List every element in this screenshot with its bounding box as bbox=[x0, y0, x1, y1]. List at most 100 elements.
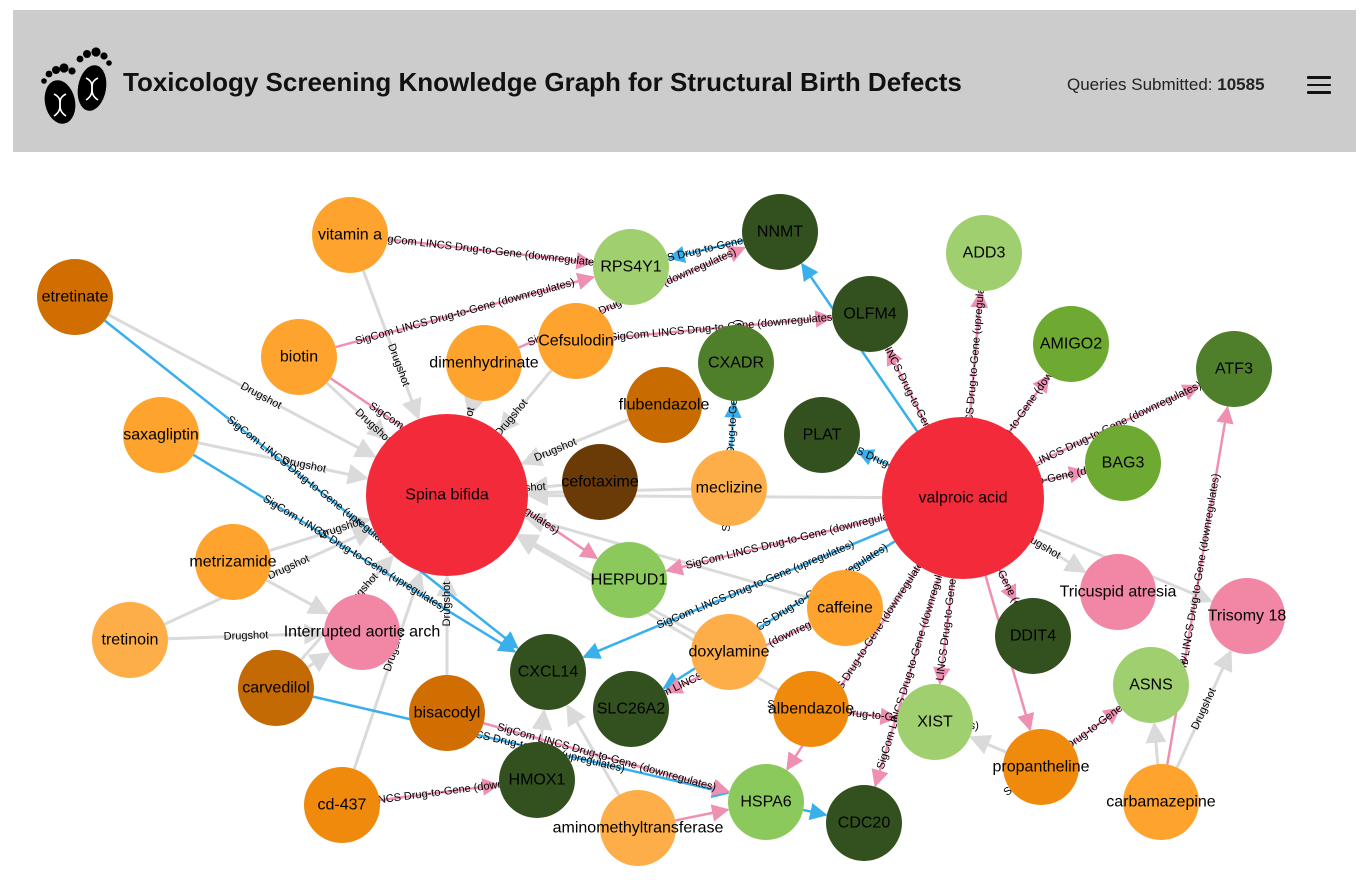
node-flubendazole[interactable]: flubendazole bbox=[619, 367, 710, 443]
edge-valproic-xist[interactable] bbox=[933, 578, 955, 686]
node-circle[interactable] bbox=[510, 634, 586, 710]
edge-propantheline-xist[interactable] bbox=[968, 734, 1007, 755]
node-saxagliptin[interactable]: saxagliptin bbox=[123, 397, 199, 473]
node-circle[interactable] bbox=[691, 450, 767, 526]
node-carbamazepine[interactable]: carbamazepine bbox=[1106, 764, 1216, 840]
node-circle[interactable] bbox=[1085, 425, 1161, 501]
node-dimenhydrinate[interactable]: dimenhydrinate bbox=[429, 325, 539, 401]
node-bisacodyl[interactable]: bisacodyl bbox=[409, 675, 485, 751]
edge-vitamin_a-rps4y1[interactable] bbox=[387, 238, 594, 270]
node-circle[interactable] bbox=[304, 767, 380, 843]
edge-metrizamide-interrupted[interactable] bbox=[265, 578, 330, 615]
node-circle[interactable] bbox=[897, 684, 973, 760]
edge-tretinoin-interrupted[interactable] bbox=[167, 623, 326, 645]
edge-valproic-ddit4[interactable] bbox=[998, 569, 1017, 603]
node-plat[interactable]: PLAT bbox=[784, 397, 860, 473]
node-cefsulodin[interactable]: Cefsulodin bbox=[538, 303, 614, 379]
node-tretinoin[interactable]: tretinoin bbox=[92, 602, 168, 678]
edge-carbamazepine-trisomy[interactable] bbox=[1175, 649, 1233, 769]
edge-carvedilol-hspa6[interactable] bbox=[312, 695, 730, 799]
edge-hmox1-cxcl14[interactable] bbox=[531, 708, 553, 743]
node-metrizamide[interactable]: metrizamide bbox=[189, 524, 277, 600]
node-add3[interactable]: ADD3 bbox=[946, 215, 1022, 291]
edge-nnmt-rps4y1[interactable] bbox=[667, 239, 744, 263]
node-atf3[interactable]: ATF3 bbox=[1196, 331, 1272, 407]
node-circle[interactable] bbox=[312, 197, 388, 273]
node-circle[interactable] bbox=[807, 570, 883, 646]
node-circle[interactable] bbox=[691, 614, 767, 690]
node-vitamin_a[interactable]: vitamin a bbox=[312, 197, 388, 273]
edge-saxagliptin-cxcl14[interactable] bbox=[192, 453, 517, 653]
node-circle[interactable] bbox=[366, 414, 528, 576]
node-cd437[interactable]: cd-437 bbox=[304, 767, 380, 843]
node-circle[interactable] bbox=[562, 444, 638, 520]
node-aminomethyl[interactable]: aminomethyltransferase bbox=[553, 790, 724, 866]
edge-albendazole-xist[interactable] bbox=[848, 707, 898, 725]
node-circle[interactable] bbox=[37, 259, 113, 335]
node-cdc20[interactable]: CDC20 bbox=[826, 785, 902, 861]
node-circle[interactable] bbox=[324, 594, 400, 670]
node-circle[interactable] bbox=[1209, 578, 1285, 654]
node-circle[interactable] bbox=[626, 367, 702, 443]
edge-aminomethyl-cxcl14[interactable] bbox=[566, 703, 621, 796]
node-rps4y1[interactable]: RPS4Y1 bbox=[593, 229, 669, 305]
node-albendazole[interactable]: albendazole bbox=[768, 671, 854, 747]
node-slc26a2[interactable]: SLC26A2 bbox=[593, 671, 669, 747]
edge-etretinate-spina[interactable] bbox=[107, 313, 377, 458]
node-circle[interactable] bbox=[499, 742, 575, 818]
node-circle[interactable] bbox=[591, 542, 667, 618]
node-circle[interactable] bbox=[995, 598, 1071, 674]
node-circle[interactable] bbox=[409, 675, 485, 751]
node-circle[interactable] bbox=[882, 417, 1044, 579]
node-asns[interactable]: ASNS bbox=[1113, 647, 1189, 723]
edge-valproic-amigo2[interactable] bbox=[1008, 374, 1050, 433]
node-hmox1[interactable]: HMOX1 bbox=[499, 742, 575, 818]
node-tricuspid[interactable]: Tricuspid atresia bbox=[1060, 554, 1177, 630]
edge-dimenhydrinate-spina[interactable] bbox=[464, 395, 485, 419]
edge-metrizamide-spina[interactable] bbox=[268, 515, 371, 553]
node-biotin[interactable]: biotin bbox=[261, 319, 337, 395]
node-circle[interactable] bbox=[946, 215, 1022, 291]
edge-carbamazepine-asns[interactable] bbox=[1145, 721, 1167, 765]
node-circle[interactable] bbox=[1123, 764, 1199, 840]
edge-bisacodyl-hspa6[interactable] bbox=[483, 722, 731, 796]
node-circle[interactable] bbox=[773, 671, 849, 747]
node-olfm4[interactable]: OLFM4 bbox=[832, 276, 908, 352]
node-cxadr[interactable]: CXADR bbox=[698, 325, 774, 401]
node-circle[interactable] bbox=[698, 325, 774, 401]
node-circle[interactable] bbox=[123, 397, 199, 473]
knowledge-graph[interactable]: DrugshotDrugshotDrugshotDrugshotDrugshot… bbox=[0, 160, 1365, 880]
node-circle[interactable] bbox=[238, 650, 314, 726]
edge-biotin-spina[interactable] bbox=[325, 381, 389, 441]
node-circle[interactable] bbox=[261, 319, 337, 395]
node-circle[interactable] bbox=[1033, 306, 1109, 382]
node-circle[interactable] bbox=[195, 524, 271, 600]
hamburger-menu-icon[interactable] bbox=[1307, 76, 1331, 96]
node-amigo2[interactable]: AMIGO2 bbox=[1033, 306, 1109, 382]
edge-cd437-hmox1[interactable] bbox=[379, 778, 501, 802]
edge-meclizine-cxadr[interactable] bbox=[724, 400, 742, 451]
node-circle[interactable] bbox=[832, 276, 908, 352]
node-circle[interactable] bbox=[1080, 554, 1156, 630]
edge-biotin-rps4y1[interactable] bbox=[335, 272, 596, 349]
node-circle[interactable] bbox=[446, 325, 522, 401]
edge-cd437-spina[interactable] bbox=[352, 570, 425, 770]
node-xist[interactable]: XIST bbox=[897, 684, 973, 760]
edge-valproic-herpud1[interactable] bbox=[665, 516, 885, 576]
node-propantheline[interactable]: propantheline bbox=[993, 729, 1090, 805]
node-doxylamine[interactable]: doxylamine bbox=[689, 614, 770, 690]
edge-propantheline-asns[interactable] bbox=[1070, 707, 1122, 746]
node-circle[interactable] bbox=[1113, 647, 1189, 723]
node-meclizine[interactable]: meclizine bbox=[691, 450, 767, 526]
edge-cefsulodin-spina[interactable] bbox=[498, 369, 553, 434]
edge-tretinoin-spina[interactable] bbox=[163, 527, 375, 626]
node-circle[interactable] bbox=[1196, 331, 1272, 407]
node-circle[interactable] bbox=[826, 785, 902, 861]
edge-valproic-tricuspid[interactable] bbox=[1031, 538, 1087, 574]
node-carvedilol[interactable]: carvedilol bbox=[238, 650, 314, 726]
edge-aminomethyl-hspa6[interactable] bbox=[674, 804, 730, 822]
edge-flubendazole-spina[interactable] bbox=[520, 418, 630, 467]
node-circle[interactable] bbox=[728, 764, 804, 840]
node-circle[interactable] bbox=[538, 303, 614, 379]
node-cxcl14[interactable]: CXCL14 bbox=[510, 634, 586, 710]
